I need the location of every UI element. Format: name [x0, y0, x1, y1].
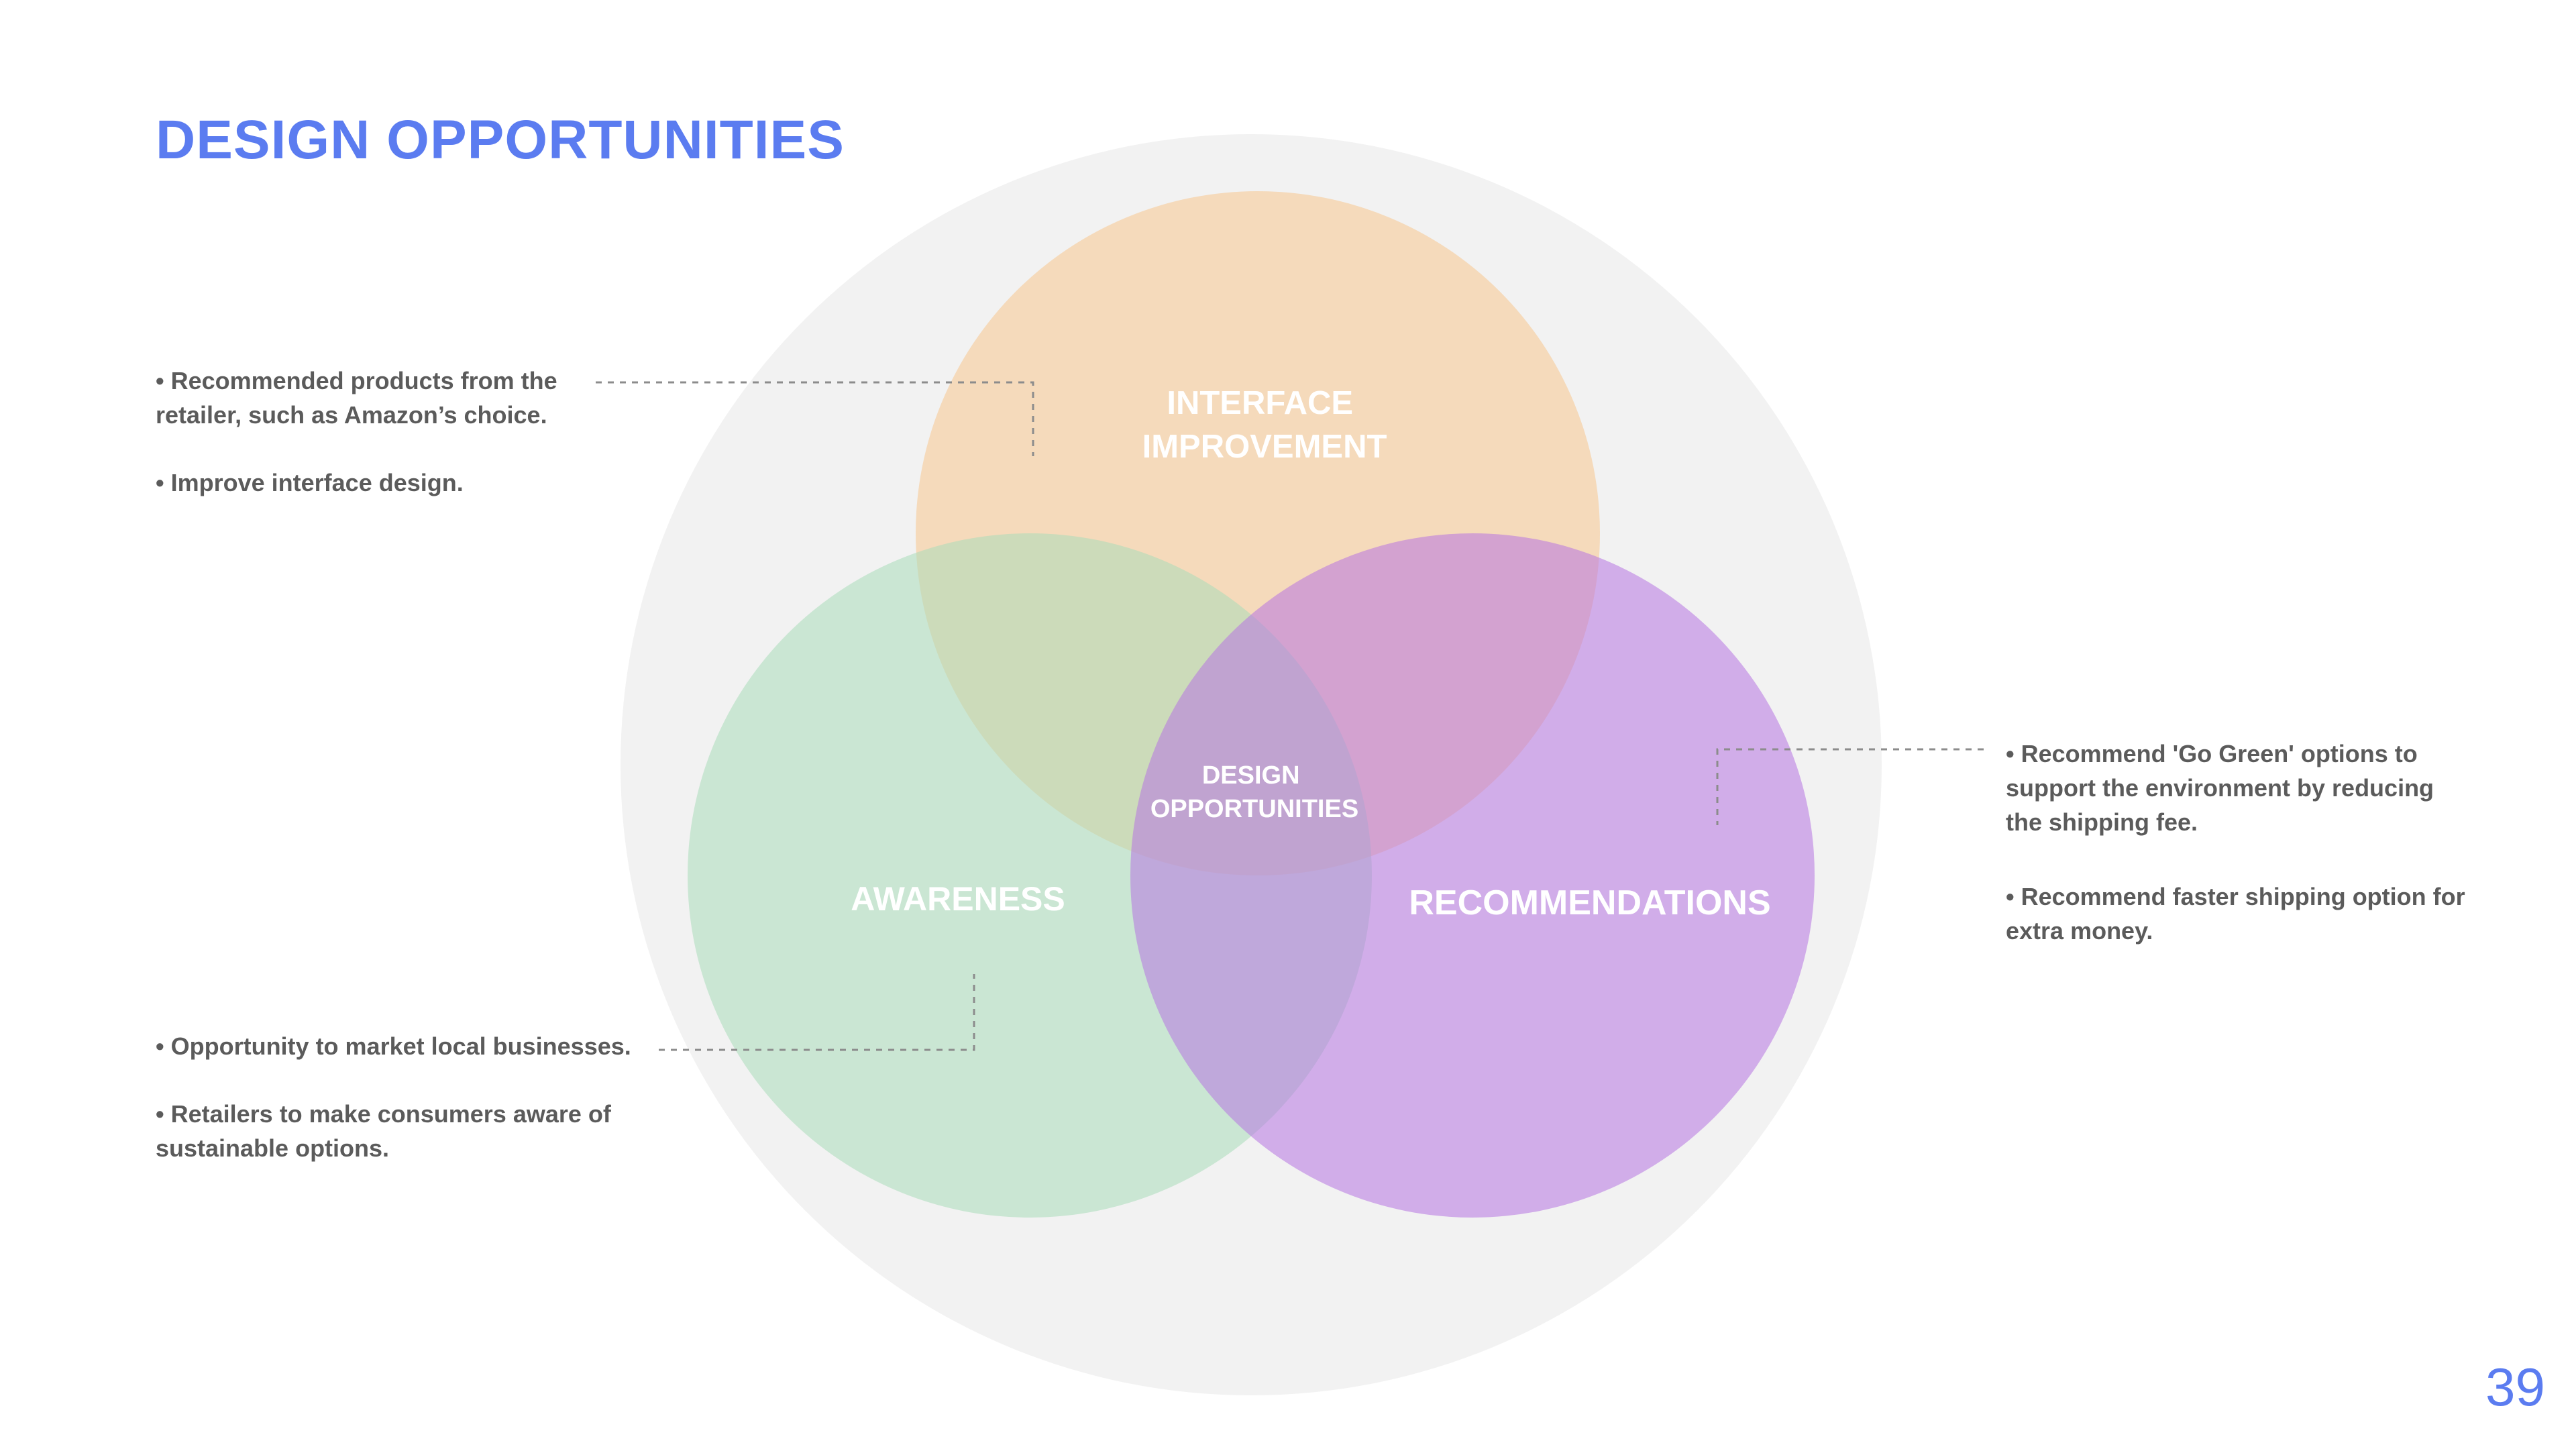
- label-center-line-2: OPPORTUNITIES: [1150, 795, 1358, 823]
- label-center-line-1: DESIGN: [1202, 761, 1300, 790]
- page-number: 39: [2485, 1357, 2545, 1417]
- connector-interface: [596, 381, 1034, 456]
- annotation-recommendations: • Recommend 'Go Green' options to suppor…: [2006, 737, 2475, 948]
- page-title: DESIGN OPPORTUNITIES: [156, 109, 845, 170]
- label-recommendations-line-1: RECOMMENDATIONS: [1409, 883, 1770, 922]
- annotation-awareness: • Opportunity to market local businesses…: [156, 1029, 652, 1165]
- label-awareness: AWARENESS: [851, 880, 1065, 918]
- label-interface-improvement: INTERFACE IMPROVEMENT: [1142, 385, 1387, 465]
- connector-awareness: [659, 974, 975, 1051]
- annotation-interface-item-2: • Improve interface design.: [156, 469, 464, 496]
- circle-recommendations: [1130, 533, 1815, 1218]
- annotation-recommendations-item-1: • Recommend 'Go Green' options to suppor…: [2006, 740, 2434, 836]
- connector-recommendations: [1716, 748, 1984, 825]
- label-design-opportunities-center: DESIGN OPPORTUNITIES: [1150, 761, 1358, 823]
- label-awareness-line-1: AWARENESS: [851, 880, 1065, 918]
- annotation-interface: • Recommended products from the retailer…: [156, 364, 612, 500]
- annotation-awareness-item-2: • Retailers to make consumers aware of s…: [156, 1100, 611, 1162]
- label-interface-line-1: INTERFACE: [1167, 385, 1353, 421]
- annotation-awareness-item-1: • Opportunity to market local businesses…: [156, 1032, 631, 1060]
- label-interface-line-2: IMPROVEMENT: [1142, 429, 1387, 465]
- annotation-recommendations-item-2: • Recommend faster shipping option for e…: [2006, 883, 2465, 945]
- label-recommendations: RECOMMENDATIONS: [1409, 883, 1770, 922]
- annotation-interface-item-1: • Recommended products from the retailer…: [156, 367, 557, 429]
